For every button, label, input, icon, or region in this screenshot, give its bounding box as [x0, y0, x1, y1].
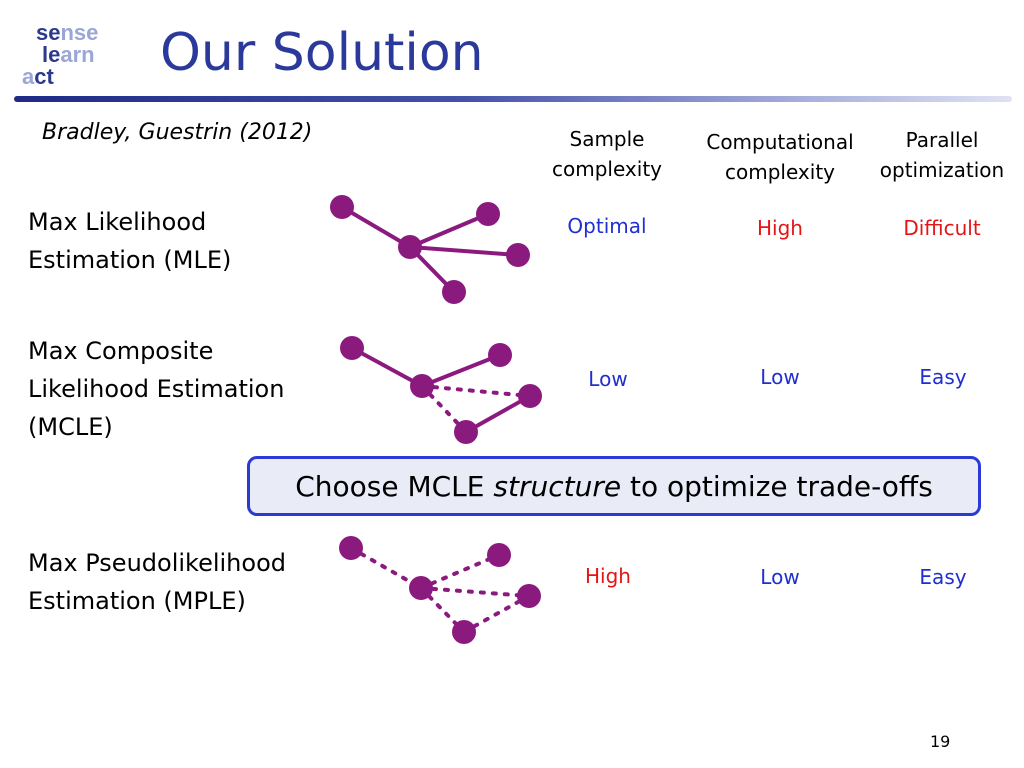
- trade-off-callout: Choose MCLE structure to optimize trade-…: [247, 456, 981, 516]
- mple-graph-diagram: [339, 536, 541, 644]
- mle-edge: [409, 245, 519, 257]
- mple-node: [517, 584, 541, 608]
- mcle-sample-complexity: Low: [588, 367, 628, 391]
- mle-node: [506, 243, 530, 267]
- mle-node: [330, 195, 354, 219]
- mple-computational-complexity: Low: [760, 565, 800, 589]
- mple-node: [339, 536, 363, 560]
- mcle-dotted-edge: [420, 384, 532, 398]
- mple-parallel-optimization: Easy: [919, 565, 967, 589]
- row-label-mle: Max Likelihood Estimation (MLE): [28, 208, 232, 274]
- mle-graph-diagram: [330, 195, 530, 304]
- mple-dotted-edge: [462, 594, 531, 634]
- mple-node: [452, 620, 476, 644]
- mple-sample-complexity: High: [585, 564, 631, 588]
- title-underline: [14, 96, 1012, 102]
- mle-sample-complexity: Optimal: [567, 214, 647, 238]
- mcle-edge: [465, 394, 531, 434]
- mcle-graph-diagram: [340, 336, 542, 444]
- mcle-computational-complexity: Low: [760, 365, 800, 389]
- sense-learn-act-logo: sense learn act: [22, 22, 122, 90]
- mcle-parallel-optimization: Easy: [919, 365, 967, 389]
- mle-node: [442, 280, 466, 304]
- mcle-node: [410, 374, 434, 398]
- column-header-computational-complexity: Computational complexity: [706, 130, 854, 184]
- mcle-node: [488, 343, 512, 367]
- row-label-mple: Max Pseudolikelihood Estimation (MPLE): [28, 549, 286, 615]
- column-header-parallel-optimization: Parallel optimization: [879, 128, 1005, 182]
- mple-node: [487, 543, 511, 567]
- citation: Bradley, Guestrin (2012): [42, 120, 313, 145]
- mle-node: [476, 202, 500, 226]
- mle-edge: [409, 212, 489, 249]
- slide-title: Our Solution: [160, 23, 484, 83]
- mle-parallel-optimization: Difficult: [903, 216, 981, 240]
- mcle-edge: [421, 353, 501, 388]
- mple-dotted-edge: [349, 546, 423, 590]
- mple-dotted-edge: [419, 586, 531, 598]
- page-number: 19: [930, 732, 951, 751]
- logo-line-2: learn: [42, 42, 95, 67]
- mle-node: [398, 235, 422, 259]
- mcle-node: [340, 336, 364, 360]
- mcle-node: [518, 384, 542, 408]
- column-header-sample-complexity: Sample complexity: [552, 127, 662, 181]
- mple-node: [409, 576, 433, 600]
- mcle-edge: [351, 346, 423, 388]
- row-label-mcle: Max Composite Likelihood Estimation (MCL…: [28, 337, 285, 441]
- mcle-node: [454, 420, 478, 444]
- mle-computational-complexity: High: [757, 216, 803, 240]
- logo-line-3: act: [22, 64, 54, 89]
- mple-dotted-edge: [419, 553, 501, 590]
- mle-edge: [340, 205, 412, 249]
- logo-line-1: sense: [36, 20, 99, 45]
